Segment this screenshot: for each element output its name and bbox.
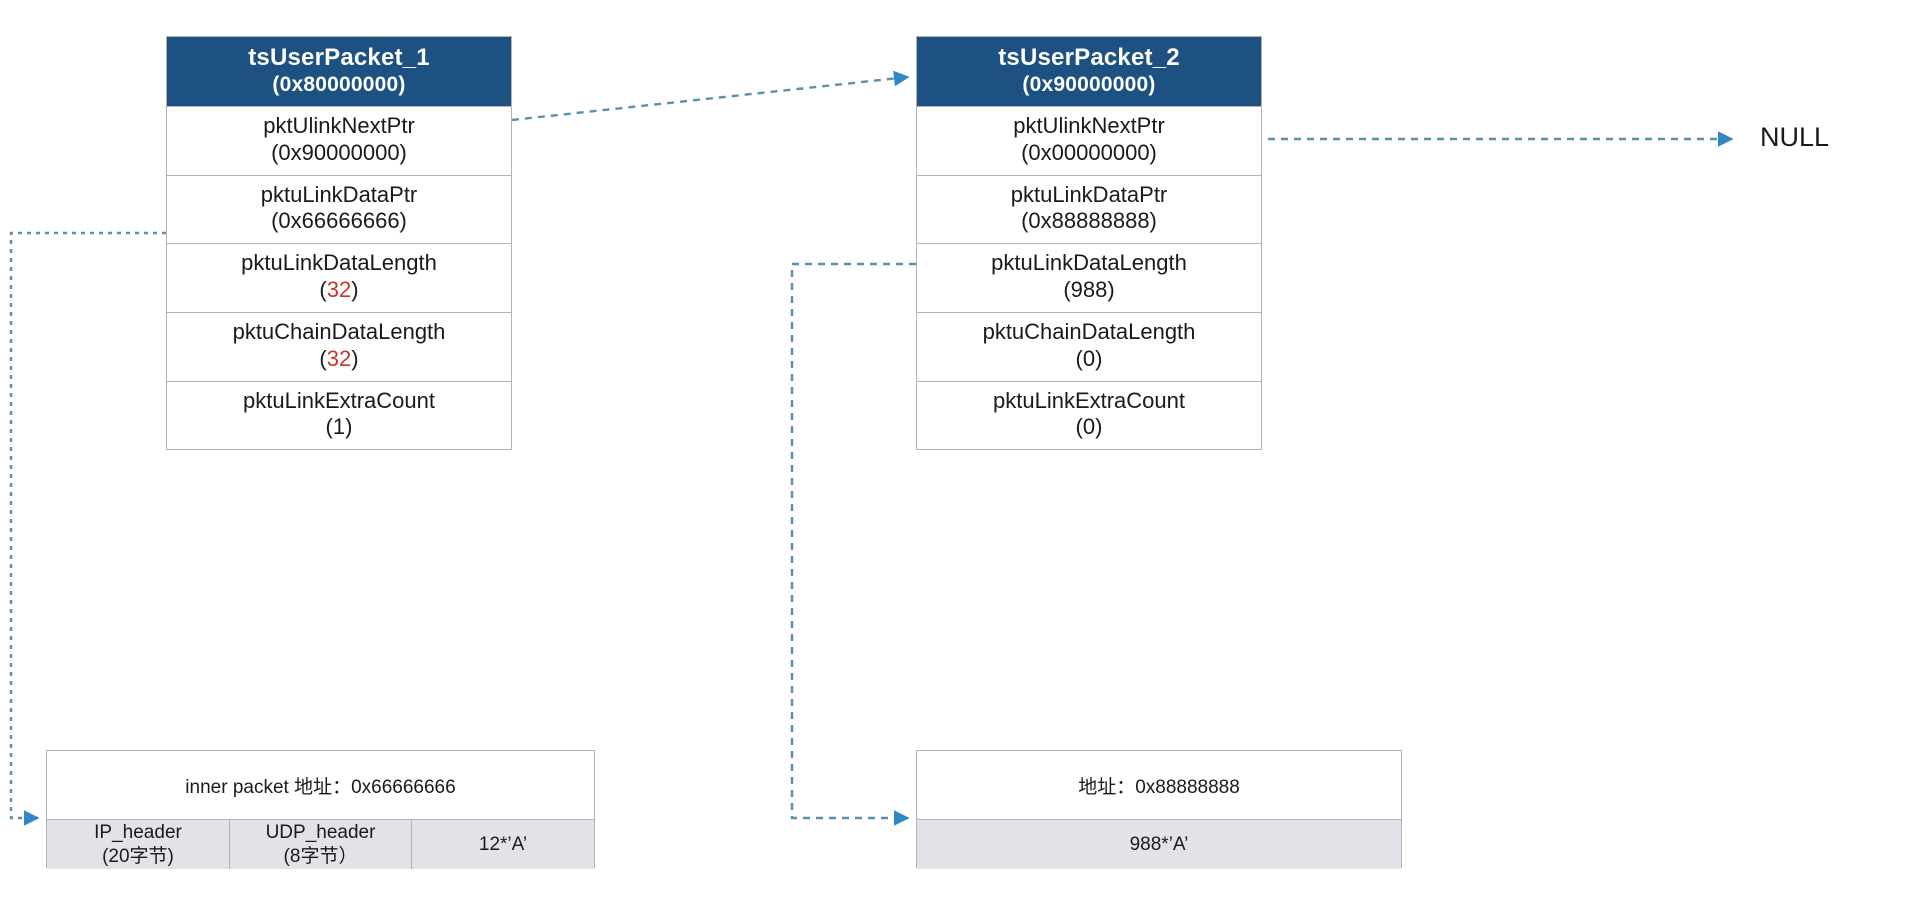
field-value: (0) (1075, 345, 1103, 371)
field-value: (0) (1075, 414, 1103, 440)
memory-1-segments: IP_header (20字节) UDP_header (8字节） 12*’A’ (47, 819, 594, 869)
memory-1-cell-payload: 12*’A’ (411, 820, 594, 869)
cell-sublabel: (20字节) (102, 845, 174, 867)
field-value: (0x00000000) (1021, 139, 1157, 165)
struct-1-field-next-ptr: pktUlinkNextPtr (0x90000000) (167, 105, 511, 175)
field-value: (0x66666666) (271, 208, 407, 234)
struct-1-field-extra-count: pktuLinkExtraCount (1) (167, 380, 511, 450)
wire-data-ptr-p1-to-mem1 (9, 231, 166, 826)
struct-1-address: (0x80000000) (272, 73, 406, 97)
struct-2-title: tsUserPacket_2 (998, 44, 1180, 71)
struct-tsuserpacket-1: tsUserPacket_1 (0x80000000) pktUlinkNext… (166, 36, 512, 451)
field-label: pktuLinkDataPtr (260, 181, 418, 207)
field-label: pktUlinkNextPtr (1013, 112, 1165, 138)
field-label: pktuChainDataLength (982, 318, 1196, 344)
struct-1-field-chain-length: pktuChainDataLength (32) (167, 311, 511, 381)
cell-label: 988*’A’ (1129, 833, 1189, 855)
memory-2-segments: 988*’A’ (917, 819, 1401, 869)
cell-sublabel: (8字节） (283, 845, 358, 867)
null-label: NULL (1760, 122, 1830, 152)
struct-2-header: tsUserPacket_2 (0x90000000) (917, 37, 1261, 106)
struct-2-field-data-ptr: pktuLinkDataPtr (0x88888888) (917, 174, 1261, 244)
memory-2-address: 地址：0x88888888 (1078, 776, 1240, 798)
struct-2-address: (0x90000000) (1022, 73, 1156, 97)
memory-block-inner-packet: inner packet 地址：0x66666666 IP_header (20… (46, 750, 595, 869)
wire-next-ptr-p1-to-p2 (511, 70, 910, 122)
struct-2-field-data-length: pktuLinkDataLength (988) (917, 243, 1261, 312)
paren-open: ( (319, 345, 327, 371)
field-label: pktuLinkExtraCount (243, 387, 435, 413)
memory-block-packet-2-data: 地址：0x88888888 988*’A’ (916, 750, 1402, 869)
struct-2-field-chain-length: pktuChainDataLength (0) (917, 311, 1261, 381)
paren-open: ( (319, 277, 327, 303)
cell-label: UDP_header (265, 821, 376, 843)
cell-label: 12*’A’ (478, 833, 528, 855)
memory-1-address: inner packet 地址：0x66666666 (185, 776, 456, 798)
struct-1-header: tsUserPacket_1 (0x80000000) (167, 37, 511, 106)
field-label: pktuLinkDataLength (241, 250, 437, 276)
wire-data-ptr-p2-to-mem2 (790, 262, 916, 826)
struct-2-field-next-ptr: pktUlinkNextPtr (0x00000000) (917, 105, 1261, 175)
memory-1-cell-ip-header: IP_header (20字节) (47, 820, 229, 869)
field-label: pktuLinkDataLength (991, 250, 1187, 276)
struct-1-title: tsUserPacket_1 (248, 44, 430, 71)
struct-1-field-data-length: pktuLinkDataLength (32) (167, 243, 511, 312)
field-value: (988) (1063, 277, 1115, 303)
memory-1-cell-udp-header: UDP_header (8字节） (229, 820, 411, 869)
field-value: 32 (326, 277, 352, 303)
field-value: (0x88888888) (1021, 208, 1157, 234)
paren-close: ) (351, 277, 359, 303)
cell-label: IP_header (94, 821, 182, 843)
struct-1-field-data-ptr: pktuLinkDataPtr (0x66666666) (167, 174, 511, 244)
paren-close: ) (351, 345, 359, 371)
memory-2-cell-payload: 988*’A’ (917, 820, 1401, 869)
field-label: pktuChainDataLength (232, 318, 446, 344)
field-label: pktuLinkDataPtr (1010, 181, 1168, 207)
field-value: (1) (325, 414, 353, 440)
struct-2-field-extra-count: pktuLinkExtraCount (0) (917, 380, 1261, 450)
field-label: pktuLinkExtraCount (993, 387, 1185, 413)
struct-tsuserpacket-2: tsUserPacket_2 (0x90000000) pktUlinkNext… (916, 36, 1262, 451)
field-value: 32 (326, 345, 352, 371)
field-value: (0x90000000) (271, 139, 407, 165)
field-label: pktUlinkNextPtr (263, 112, 415, 138)
